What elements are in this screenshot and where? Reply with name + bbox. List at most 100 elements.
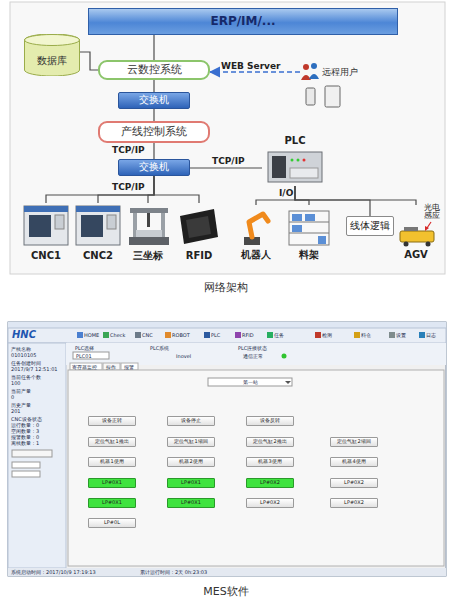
text-label: 0 — [11, 395, 14, 400]
side-dropdown — [12, 471, 40, 477]
node-text: LP#0L — [104, 520, 120, 525]
connector — [153, 35, 154, 60]
control-button: LP#0X1 — [167, 498, 215, 508]
tab-shape — [70, 363, 102, 370]
node-text: LP#0X1 — [102, 480, 122, 485]
side-panel — [8, 343, 66, 568]
control-button: 定位气缸1推出 — [88, 437, 136, 447]
rack-part — [292, 225, 302, 232]
node-text: 机器人 — [241, 250, 271, 261]
control-button: 机器3使用 — [246, 457, 294, 467]
node-text: LP#0X2 — [260, 500, 280, 505]
user-body — [309, 74, 319, 79]
node-text: 设备反转 — [260, 418, 280, 423]
cmm-bridge — [130, 208, 168, 213]
agv-body — [400, 231, 434, 242]
rack-part — [318, 236, 326, 244]
text-label: 设置 — [396, 333, 406, 338]
status-light — [282, 354, 287, 359]
cnc-top — [76, 206, 120, 212]
header-area — [66, 343, 446, 365]
cmm-probe — [147, 213, 150, 227]
tool-icon — [419, 332, 425, 338]
control-button: 设备反转 — [246, 416, 294, 426]
window-frame — [8, 322, 446, 576]
node-text: RFID — [186, 251, 213, 262]
node-text: 交换机 — [139, 95, 169, 106]
control-button: 机器2使用 — [167, 457, 215, 467]
text-label: HOME — [84, 333, 99, 338]
control-button: LP#0X2 — [330, 478, 378, 488]
menu-bar — [8, 322, 446, 328]
switch-box: 交换机 — [118, 92, 190, 109]
tool-icon — [204, 332, 210, 338]
sensor-arrowhead — [425, 226, 429, 231]
cnc-body — [24, 206, 68, 245]
rfid-reader: RFID — [176, 203, 222, 261]
control-button: 定位气缸2推出 — [246, 437, 294, 447]
process-box: 产线控制系统 — [98, 121, 210, 143]
user-head — [303, 64, 309, 70]
text-label: 检测 — [322, 333, 332, 338]
control-button: 定位气缸2缩回 — [330, 437, 378, 447]
rack-shelf — [289, 222, 329, 223]
text-label: 报警 — [124, 365, 134, 370]
text-label: Check — [110, 333, 125, 338]
text-label: PLC01 — [76, 354, 92, 359]
connector — [295, 186, 309, 205]
text-label: 操作 — [106, 365, 116, 370]
text-label: 当前产量 — [11, 389, 31, 394]
text-label: ROBOT — [172, 333, 190, 338]
node-text: 设备停止 — [181, 418, 201, 423]
tablet-icon — [325, 86, 340, 107]
node-text: ERP/IM/... — [210, 15, 275, 28]
tool-icon — [77, 332, 83, 338]
node-text: LP#0X2 — [344, 500, 364, 505]
text-label: 运行数量：0 — [11, 423, 39, 428]
text-label: 当前任务个数 — [11, 375, 41, 380]
connector — [295, 186, 416, 205]
sensor-arrow — [427, 222, 431, 228]
text-label: PLC — [211, 333, 220, 338]
cnc-panel — [107, 215, 116, 229]
node-text: LP#0X2 — [260, 480, 280, 485]
node-text: 交换机 — [139, 162, 169, 173]
control-button: LP#0X2 — [330, 498, 378, 508]
cnc-panel — [55, 215, 64, 229]
text-label: 料仓 — [361, 333, 371, 338]
control-button: LP#0X1 — [88, 498, 136, 508]
content-panel — [68, 370, 444, 566]
text-label: PLC系统 — [150, 346, 169, 351]
cmm-table — [136, 230, 162, 237]
plc-led — [291, 159, 294, 162]
node-text: LP#0X2 — [344, 480, 364, 485]
phone-icon — [306, 88, 315, 105]
node-text: 定位气缸1推出 — [95, 439, 128, 444]
side-dropdown — [12, 462, 40, 468]
side-button — [12, 450, 52, 457]
node-text: LP#0X1 — [181, 480, 201, 485]
cmm-machine: 三坐标 — [126, 203, 170, 261]
connector — [148, 176, 154, 203]
switch-box: 交换机 — [118, 159, 190, 176]
agv-wheel — [404, 242, 409, 247]
text-label: 通信正常 — [243, 354, 263, 359]
connector — [46, 176, 154, 203]
caption-text: HNC — [12, 330, 36, 340]
node-text: 定位气缸2推出 — [253, 439, 286, 444]
plc-terminal — [290, 168, 318, 178]
text-label: 第一站 — [243, 380, 258, 385]
node-text: CNC1 — [31, 251, 61, 262]
text-label: 任务创建时间 — [11, 361, 41, 366]
node-text: LP#0X1 — [181, 500, 201, 505]
text-label: 系统启动时间：2017/10/9 17:19:13 — [11, 570, 96, 575]
connector — [80, 52, 98, 70]
cylinder-body — [25, 34, 80, 76]
user-head — [311, 63, 317, 69]
process-box: 云数控系统 — [98, 60, 210, 80]
text-label: PLC连接状态 — [238, 346, 267, 351]
